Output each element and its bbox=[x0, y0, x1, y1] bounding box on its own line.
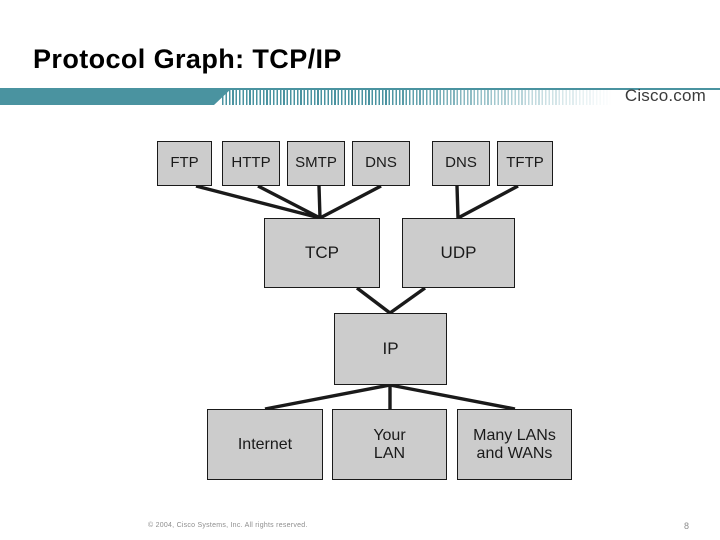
node-label: UDP bbox=[440, 243, 477, 263]
node-tcp: TCP bbox=[264, 218, 380, 288]
header-band-solid bbox=[0, 88, 232, 105]
page-number: 8 bbox=[684, 521, 690, 531]
edge-dns_udp-to-udp bbox=[455, 185, 460, 219]
page-title: Protocol Graph: TCP/IP bbox=[33, 44, 342, 74]
header-accent-band bbox=[0, 88, 720, 105]
node-label: TCP bbox=[305, 243, 339, 263]
node-label: HTTP bbox=[231, 154, 271, 172]
node-label: Internet bbox=[237, 435, 293, 453]
edge-smtp-to-tcp bbox=[317, 185, 322, 219]
node-ip: IP bbox=[334, 313, 447, 385]
edge-tftp-to-udp bbox=[457, 184, 519, 220]
edge-ip-to-many_lans bbox=[389, 383, 516, 411]
node-your_lan: Your LAN bbox=[332, 409, 447, 480]
node-dns_udp: DNS bbox=[432, 141, 490, 186]
edge-ip-to-internet bbox=[264, 383, 391, 411]
edge-tcp-to-ip bbox=[355, 286, 392, 315]
node-internet: Internet bbox=[207, 409, 323, 480]
node-dns_tcp: DNS bbox=[352, 141, 410, 186]
node-label: DNS bbox=[365, 154, 397, 172]
node-tftp: TFTP bbox=[497, 141, 553, 186]
edge-ftp-to-tcp bbox=[195, 184, 321, 220]
node-label: SMTP bbox=[295, 154, 337, 172]
node-ftp: FTP bbox=[157, 141, 212, 186]
copyright-notice: © 2004, Cisco Systems, Inc. All rights r… bbox=[148, 522, 308, 529]
edge-udp-to-ip bbox=[389, 286, 426, 315]
node-http: HTTP bbox=[222, 141, 280, 186]
header-band-stripes bbox=[222, 88, 612, 105]
node-label: IP bbox=[382, 339, 399, 359]
node-label: Your LAN bbox=[373, 426, 406, 462]
node-label: FTP bbox=[170, 154, 199, 172]
cisco-brand-wordmark: Cisco.com bbox=[624, 86, 706, 105]
node-label: DNS bbox=[445, 154, 477, 172]
edge-http-to-tcp bbox=[257, 184, 321, 220]
node-udp: UDP bbox=[402, 218, 515, 288]
edge-dns_tcp-to-tcp bbox=[319, 184, 382, 220]
node-label: TFTP bbox=[506, 154, 544, 172]
node-label: Many LANs and WANs bbox=[473, 426, 556, 462]
node-smtp: SMTP bbox=[287, 141, 345, 186]
node-many_lans: Many LANs and WANs bbox=[457, 409, 572, 480]
